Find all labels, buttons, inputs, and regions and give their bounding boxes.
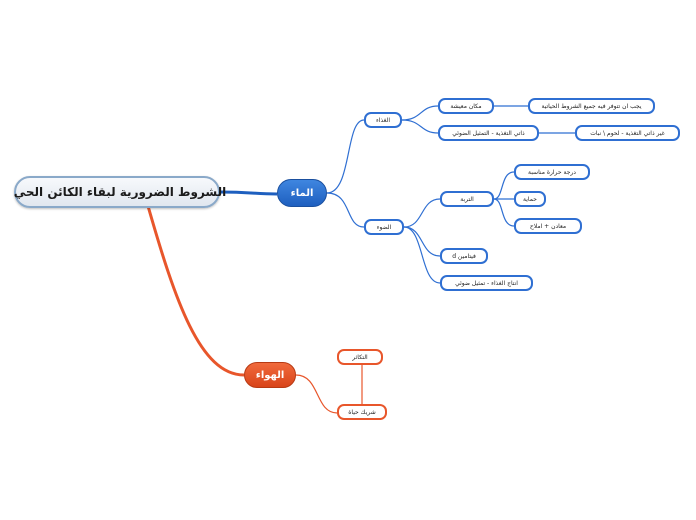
- topic-reproduction[interactable]: التكاثر: [337, 349, 383, 365]
- root-label: الشروط الضرورية لبقاء الكائن الحي: [13, 185, 227, 199]
- topic-vitamin-d[interactable]: فيتامين d: [440, 248, 488, 264]
- branch-air-label: الهواء: [255, 369, 285, 381]
- topic-soil-minerals[interactable]: معادن + املاح: [514, 218, 582, 234]
- topic-soil-protection[interactable]: حماية: [514, 191, 546, 207]
- topic-reproduction-label: التكاثر: [352, 353, 368, 361]
- topic-autotroph-label: ذاتي التغذية - التمثيل الضوئي: [452, 129, 525, 137]
- topic-life-partner-label: شريك حياة: [348, 408, 376, 416]
- root-topic[interactable]: الشروط الضرورية لبقاء الكائن الحي: [14, 176, 226, 208]
- topic-living-place-detail-label: يجب ان تتوفر فيه جميع الشروط الحياتية: [541, 102, 642, 110]
- topic-living-place-detail[interactable]: يجب ان تتوفر فيه جميع الشروط الحياتية: [528, 98, 655, 114]
- topic-light-label: الضوء: [376, 223, 392, 231]
- topic-vitamin-d-label: فيتامين d: [452, 252, 476, 260]
- topic-soil-label: التربة: [460, 195, 474, 203]
- topic-soil-protection-label: حماية: [523, 195, 537, 203]
- topic-soil[interactable]: التربة: [440, 191, 494, 207]
- topic-soil-minerals-label: معادن + املاح: [529, 222, 567, 230]
- branch-water-label: الماء: [290, 187, 314, 199]
- topic-food-label: الغذاء: [375, 116, 391, 124]
- topic-living-place[interactable]: مكان معيشة: [438, 98, 494, 114]
- branch-air[interactable]: الهواء: [244, 362, 296, 388]
- topic-photosynthesis-label: انتاج الغذاء - تمثيل ضوئي: [455, 279, 518, 287]
- topic-heterotroph[interactable]: غير ذاتي التغذية - لحوم \ نبات: [575, 125, 680, 141]
- topic-food[interactable]: الغذاء: [364, 112, 402, 128]
- branch-water[interactable]: الماء: [277, 179, 327, 207]
- topic-living-place-label: مكان معيشة: [450, 102, 482, 110]
- topic-life-partner[interactable]: شريك حياة: [337, 404, 387, 420]
- topic-heterotroph-label: غير ذاتي التغذية - لحوم \ نبات: [590, 129, 665, 137]
- topic-soil-temperature-label: درجة حرارة مناسبة: [528, 168, 576, 176]
- topic-photosynthesis[interactable]: انتاج الغذاء - تمثيل ضوئي: [440, 275, 533, 291]
- topic-light[interactable]: الضوء: [364, 219, 404, 235]
- topic-soil-temperature[interactable]: درجة حرارة مناسبة: [514, 164, 590, 180]
- topic-autotroph[interactable]: ذاتي التغذية - التمثيل الضوئي: [438, 125, 539, 141]
